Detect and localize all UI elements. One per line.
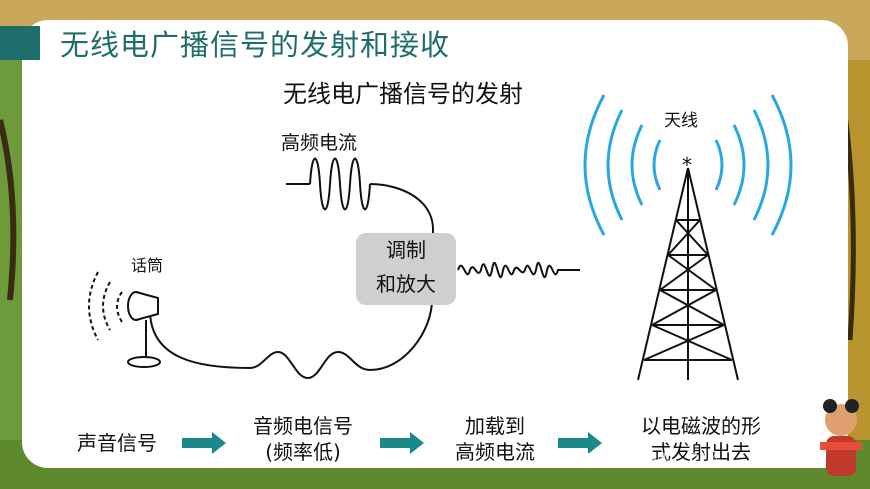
arrow-right-icon [558, 432, 602, 454]
flow-step3-line2: 高频电流 [455, 440, 535, 464]
flow-step3-line1: 加载到 [465, 414, 525, 438]
flow-step-load-carrier: 加载到 高频电流 [440, 413, 550, 465]
svg-text:*: * [682, 153, 692, 177]
microphone-icon [127, 291, 161, 368]
high-frequency-label: 高频电流 [281, 132, 358, 154]
flow-step1-text: 声音信号 [77, 431, 157, 455]
sound-waves-icon [88, 271, 123, 341]
flow-step4-line1: 以电磁波的形 [641, 414, 761, 438]
flow-step2-line2: (频率低) [265, 440, 341, 464]
high-frequency-current-wave [286, 157, 435, 241]
diagram-title: 无线电广播信号的发射 [283, 80, 523, 108]
mascot-character-icon [820, 399, 862, 476]
arrow-right-icon [380, 432, 424, 454]
microphone-label: 话筒 [131, 256, 164, 275]
title-accent-bar [0, 26, 40, 60]
modulation-box: 调制 和放大 [356, 233, 456, 305]
flow-step-sound-signal: 声音信号 [62, 430, 172, 456]
modulation-label-line1: 调制 [386, 238, 426, 262]
flow-step-audio-signal: 音频电信号 (频率低) [238, 413, 368, 465]
flow-step2-line1: 音频电信号 [253, 414, 353, 438]
modulated-wave [457, 261, 580, 279]
arrow-right-icon [182, 432, 226, 454]
flow-step-emit-waves: 以电磁波的形 式发射出去 [626, 413, 776, 465]
flow-step4-line2: 式发射出去 [651, 440, 751, 464]
antenna-tower-icon: * [637, 153, 739, 381]
modulation-label-line2: 和放大 [376, 272, 436, 296]
audio-signal-wire [149, 299, 433, 380]
page-title: 无线电广播信号的发射和接收 [60, 28, 451, 62]
timestamp-watermark: 2026年2月5日 星期四 … 27秒 [538, 452, 721, 467]
antenna-label: 天线 [664, 111, 698, 131]
radio-waves-icon [583, 94, 793, 236]
